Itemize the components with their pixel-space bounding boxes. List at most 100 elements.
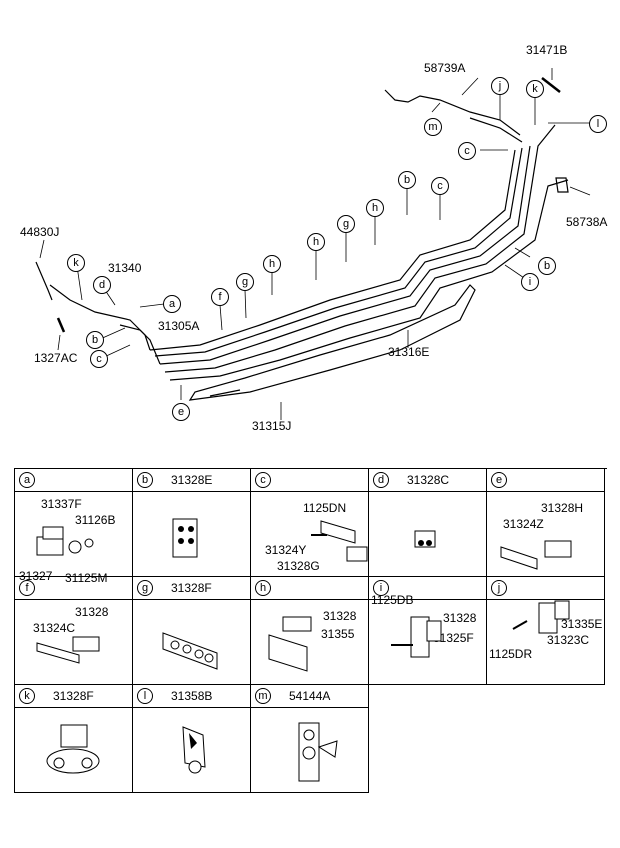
cell-header: b 31328E xyxy=(133,469,250,492)
part-label: 31335E xyxy=(561,617,603,631)
part-label: 31126B xyxy=(75,513,116,527)
cell-header: e xyxy=(487,469,604,492)
cell-letter: c xyxy=(255,472,271,488)
part-label: 31327 xyxy=(19,569,53,583)
cell-part: 31358B xyxy=(171,689,213,703)
callout-h: h xyxy=(307,233,325,251)
part-label: 1125DB xyxy=(371,593,414,607)
part-label: 1125DR xyxy=(489,647,533,661)
cell-header: h xyxy=(251,577,368,600)
callout-c: c xyxy=(90,350,108,368)
cell-header: j xyxy=(487,577,604,600)
cell-letter: i xyxy=(373,580,389,596)
cell-part: 31328E xyxy=(171,473,213,487)
part-label: 31324Z xyxy=(503,517,544,531)
part-label: 31325F xyxy=(433,631,474,645)
part-label: 31355 xyxy=(321,627,355,641)
cell-letter: k xyxy=(19,688,35,704)
cell-header: l 31358B xyxy=(133,685,250,708)
table-cell-j: j 31335E 31323C 1125DR xyxy=(487,577,605,685)
part-label: 31328 xyxy=(323,609,357,623)
cell-letter: l xyxy=(137,688,153,704)
bracket-f-icon xyxy=(36,636,100,664)
label-31316e: 31316E xyxy=(388,345,430,359)
callout-k: k xyxy=(67,254,85,272)
label-1327ac: 1327AC xyxy=(34,351,78,365)
clip-b-icon xyxy=(172,518,198,558)
table-cell-e: e 31328H 31324Z xyxy=(487,469,605,577)
callout-c: c xyxy=(458,142,476,160)
table-cell-l: l 31358B xyxy=(133,685,251,793)
cell-part: 31328C xyxy=(407,473,450,487)
callout-h: h xyxy=(263,255,281,273)
label-31340: 31340 xyxy=(108,261,142,275)
table-cell-i: i 1125DB 31328 31325F xyxy=(369,577,487,685)
cell-letter: d xyxy=(373,472,389,488)
label-31471b: 31471B xyxy=(526,43,568,57)
cell-header: d 31328C xyxy=(369,469,486,492)
callout-c: c xyxy=(431,177,449,195)
label-44830j: 44830J xyxy=(20,225,60,239)
cell-letter: h xyxy=(255,580,271,596)
part-label: 31328H xyxy=(541,501,584,515)
part-label: 31125M xyxy=(65,571,108,585)
part-label: 31328 xyxy=(75,605,109,619)
callout-k: k xyxy=(526,80,544,98)
part-label: 31328 xyxy=(443,611,477,625)
cell-letter: j xyxy=(491,580,507,596)
table-cell-d: d 31328C xyxy=(369,469,487,577)
clip-g-icon xyxy=(162,632,218,670)
callout-b: b xyxy=(86,331,104,349)
bracket-j-icon xyxy=(512,600,570,634)
callout-m: m xyxy=(424,118,442,136)
callout-j: j xyxy=(491,77,509,95)
table-cell-b: b 31328E xyxy=(133,469,251,577)
cell-header: k 31328F xyxy=(15,685,132,708)
part-label: 31324C xyxy=(33,621,76,635)
callout-a: a xyxy=(163,295,181,313)
cell-part: 31328F xyxy=(53,689,94,703)
label-31305a: 31305A xyxy=(158,319,200,333)
callout-l: l xyxy=(589,115,607,133)
cell-header: i xyxy=(369,577,486,600)
callout-h: h xyxy=(366,199,384,217)
label-58738a: 58738A xyxy=(566,215,608,229)
table-cell-c: c 1125DN 31324Y 31328G xyxy=(251,469,369,577)
callout-b: b xyxy=(538,257,556,275)
clip-k-icon xyxy=(46,724,100,774)
cell-letter: m xyxy=(255,688,271,704)
cell-letter: e xyxy=(491,472,507,488)
bracket-h-icon xyxy=(268,616,312,672)
fuel-line-drawing xyxy=(35,68,591,420)
table-cell-h: h 31328 31355 xyxy=(251,577,369,685)
cell-letter: b xyxy=(137,472,153,488)
cell-header: a xyxy=(15,469,132,492)
callout-i: i xyxy=(521,273,539,291)
callout-g: g xyxy=(337,215,355,233)
callout-f: f xyxy=(211,288,229,306)
cell-letter: g xyxy=(137,580,153,596)
part-label: 31328G xyxy=(277,559,320,573)
part-label: 31324Y xyxy=(265,543,307,557)
clip-l-icon xyxy=(182,726,206,774)
table-cell-f: f 31328 31324C xyxy=(15,577,133,685)
part-label: 31337F xyxy=(41,497,82,511)
callout-e: e xyxy=(172,403,190,421)
bracket-i-icon xyxy=(391,616,442,658)
part-label: 1125DN xyxy=(303,501,347,515)
fuel-line-diagram: 44830J 31340 31305A 1327AC 58739A 31471B… xyxy=(20,43,608,433)
table-cell-k: k 31328F xyxy=(15,685,133,793)
callout-b: b xyxy=(398,171,416,189)
clip-d-icon xyxy=(414,530,436,548)
table-cell-a: a 31337F 31126B 31327 31125M xyxy=(15,469,133,585)
cell-letter: a xyxy=(19,472,35,488)
label-58739a: 58739A xyxy=(424,61,466,75)
parts-table: a 31337F 31126B 31327 31125M b 31328E c 1… xyxy=(14,468,607,793)
cell-header: f xyxy=(15,577,132,600)
part-label: 31323C xyxy=(547,633,590,647)
cell-letter: f xyxy=(19,580,35,596)
